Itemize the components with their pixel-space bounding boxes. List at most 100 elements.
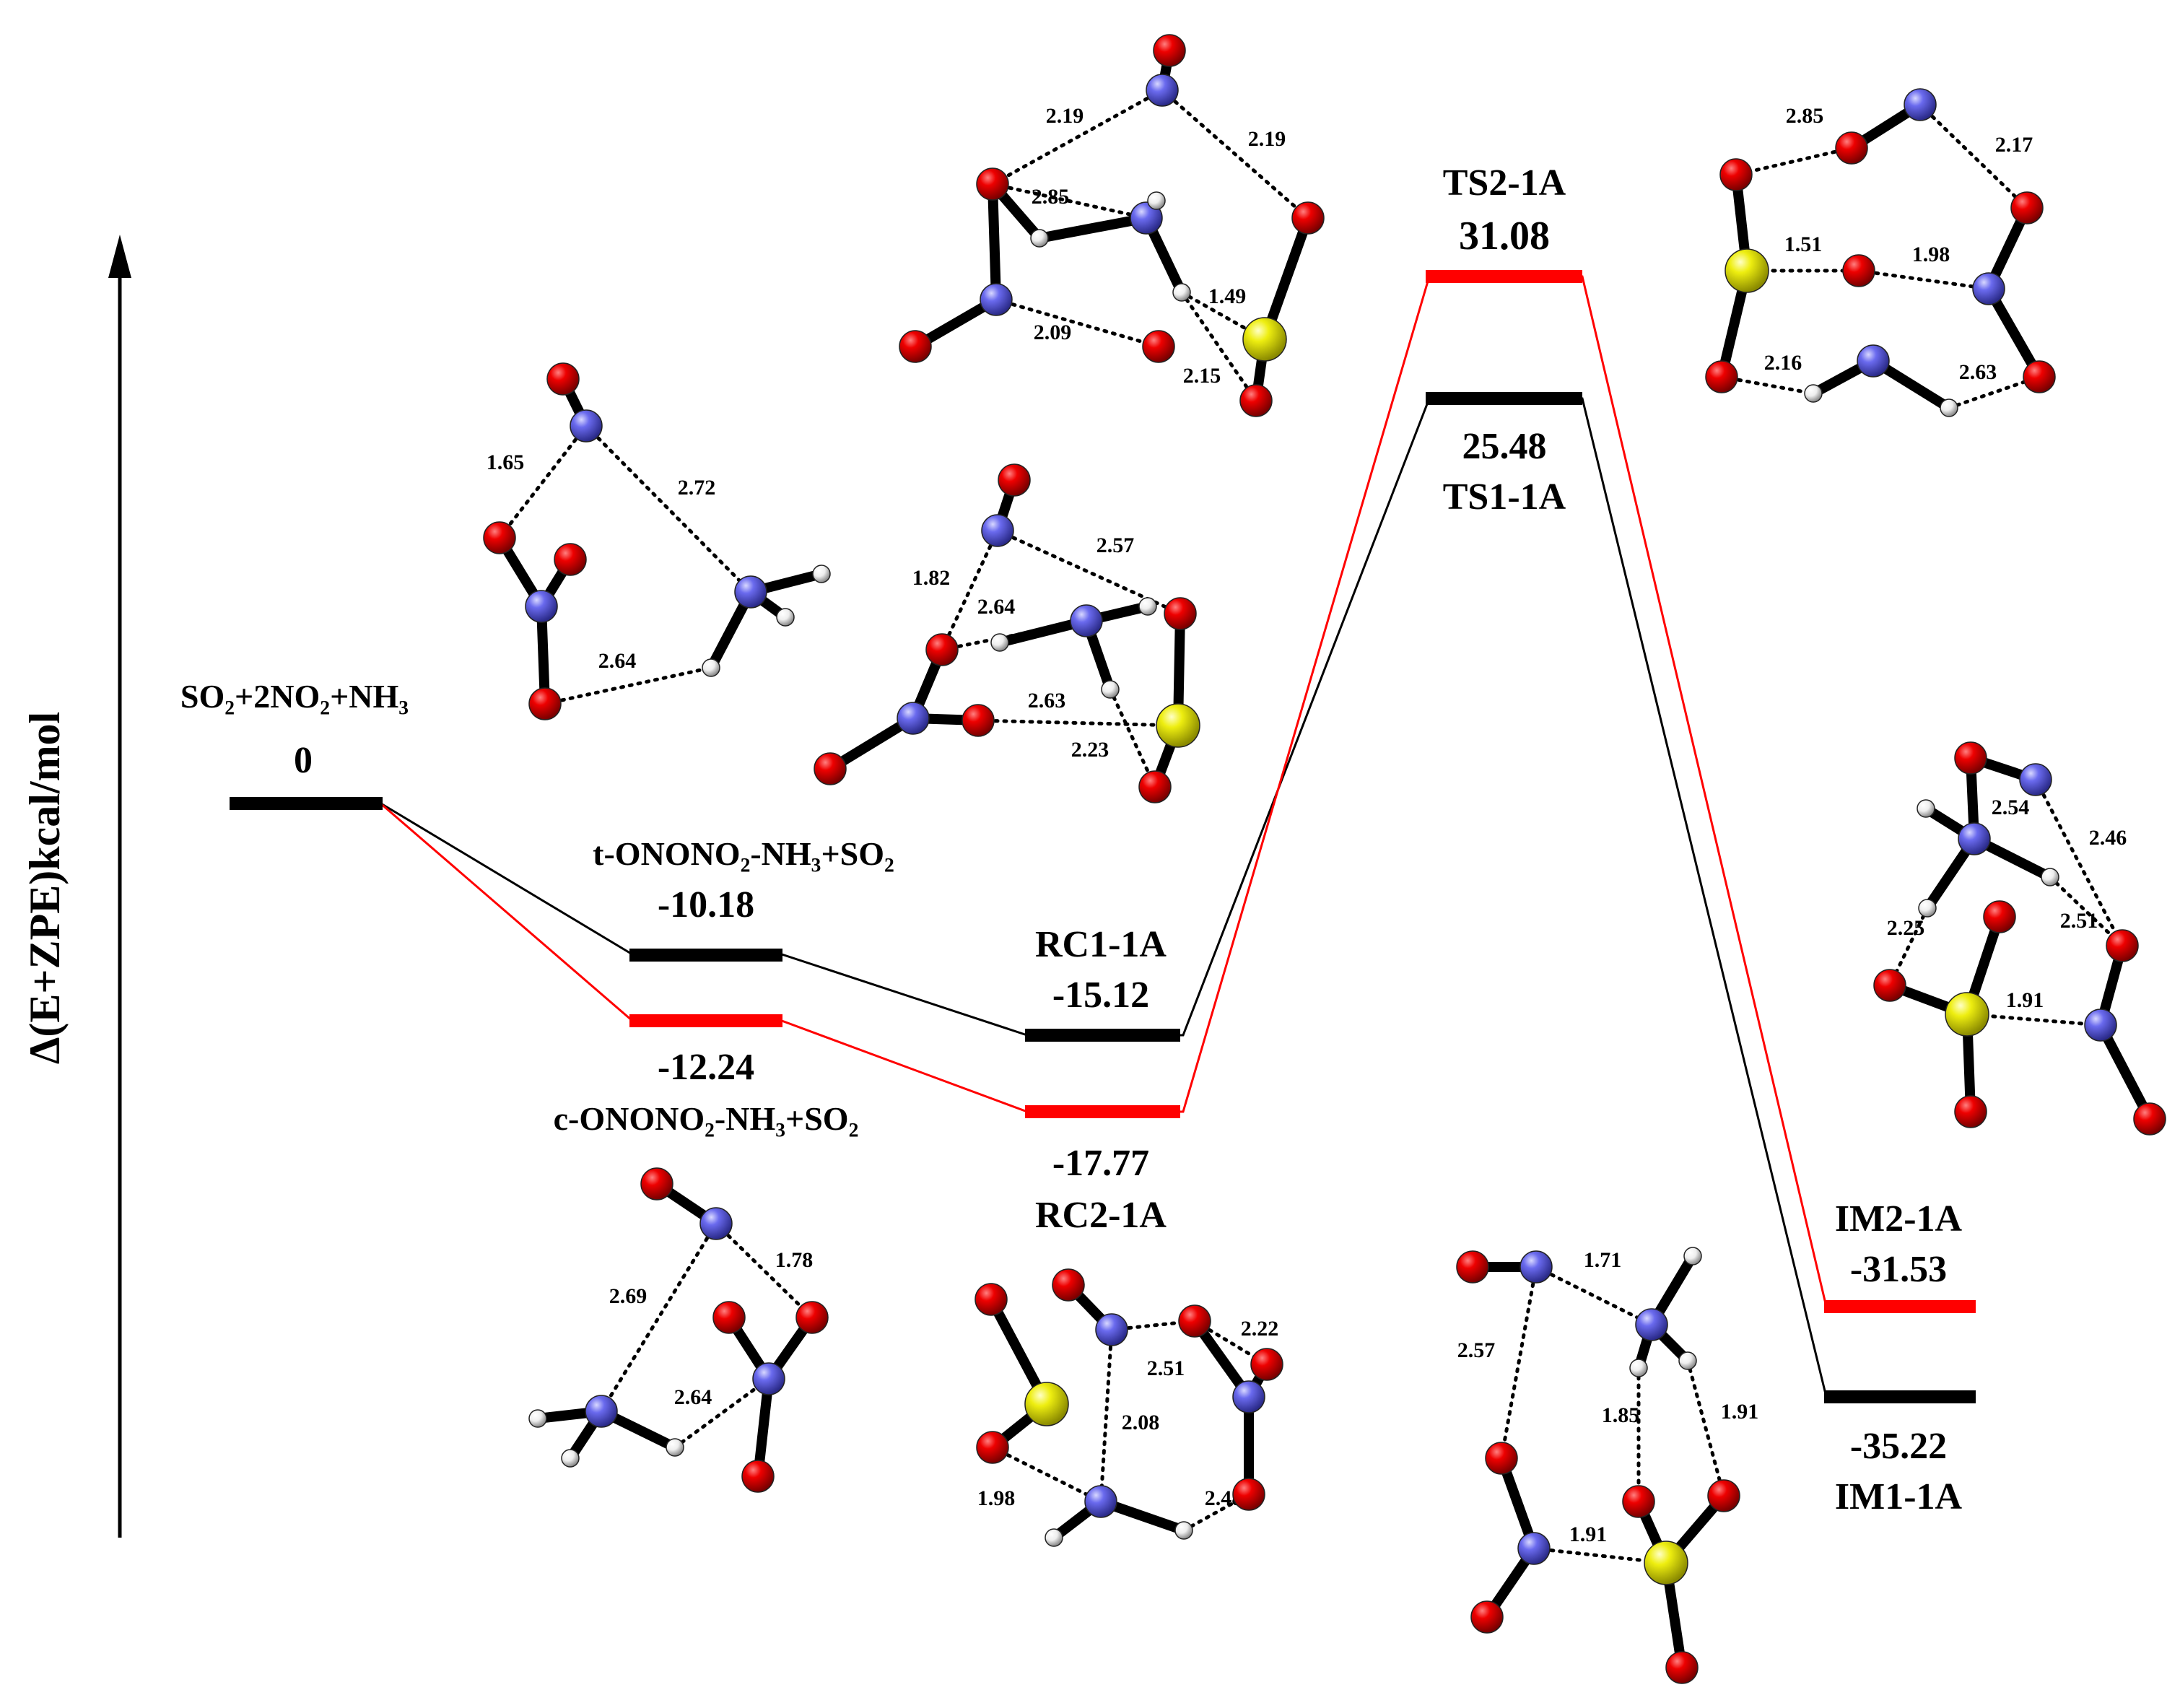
atom-h [702, 658, 720, 677]
distance-label: 1.65 [487, 450, 525, 474]
molecule-ts2: 2.192.192.851.492.092.15 [899, 34, 1325, 417]
interaction-line [1099, 1328, 1114, 1504]
rc2-name: RC2-1A [1035, 1195, 1167, 1236]
c-ononono2-name: c-ONONO₂-NH₃+SO₂ [554, 1100, 859, 1137]
atom-h [666, 1438, 684, 1457]
atom-o [741, 1460, 775, 1493]
interaction-line [673, 1377, 771, 1450]
bond [987, 179, 1001, 305]
atom-o [1983, 900, 2016, 933]
atom-o [925, 633, 959, 666]
distance-label: 2.57 [1096, 533, 1135, 557]
atom-o [1485, 1442, 1518, 1475]
atom-o [976, 167, 1009, 201]
atom-o [795, 1301, 829, 1334]
y-axis-arrowhead [108, 235, 131, 278]
distance-label: 2.23 [1071, 738, 1109, 762]
atom-n [1070, 604, 1103, 637]
distance-label: 2.19 [1248, 127, 1286, 151]
atom-h [1918, 899, 1937, 918]
ts1-name: TS1-1A [1443, 476, 1566, 518]
atom-s [1725, 248, 1769, 293]
atom-h [1101, 680, 1120, 699]
atom-n [2019, 763, 2052, 796]
distance-label: 2.51 [2060, 909, 2098, 933]
atom-s [1024, 1382, 1069, 1426]
atom-n [1084, 1485, 1117, 1518]
atom-o [1873, 969, 1906, 1002]
t-ononono2-name: t-ONONO₂-NH₃+SO₂ [593, 835, 894, 872]
atom-n [1232, 1380, 1265, 1413]
atom-n [2084, 1008, 2117, 1042]
distance-label: 2.16 [1764, 351, 1802, 375]
atom-h [812, 565, 831, 583]
interaction-line [1160, 88, 1310, 220]
interaction-line [1965, 1012, 2103, 1027]
interaction-line [584, 424, 753, 594]
atom-o [1153, 34, 1186, 67]
atom-n [570, 409, 603, 443]
level-c-ononono2 [629, 1014, 782, 1027]
atom-h [990, 633, 1009, 652]
atom-n [585, 1395, 618, 1428]
atom-h [1629, 1359, 1648, 1377]
atom-h [1030, 229, 1049, 248]
distance-label: 1.82 [912, 566, 951, 590]
atom-o [1232, 1478, 1265, 1511]
distance-label: 2.25 [1887, 916, 1925, 940]
distance-label: 2.85 [1032, 185, 1070, 209]
atom-h [1174, 1521, 1193, 1540]
level-t-ononono2 [629, 949, 782, 962]
atom-o [1707, 1479, 1740, 1512]
interaction-line [1857, 269, 1991, 291]
atom-n [1904, 88, 1937, 121]
atom-s [1644, 1541, 1688, 1585]
distance-label: 2.54 [1992, 796, 2030, 819]
atom-o [2010, 191, 2044, 225]
molecule-rc1: 1.822.572.642.632.23 [814, 463, 1200, 803]
interaction-line [543, 666, 713, 706]
atom-o [1705, 360, 1738, 393]
distance-label: 2.63 [1028, 689, 1066, 713]
distance-label: 2.17 [1995, 133, 2033, 157]
atom-o [1470, 1600, 1504, 1634]
atom-h [2041, 868, 2059, 886]
distance-label: 2.64 [598, 649, 637, 673]
atom-o [1142, 330, 1175, 363]
atom-h [776, 608, 795, 627]
distance-label: 2.72 [678, 476, 716, 500]
atom-n [1958, 822, 1991, 855]
interaction-line [990, 88, 1164, 186]
atom-o [1164, 597, 1197, 630]
atom-o [1842, 254, 1875, 287]
distance-label: 2.51 [1147, 1356, 1185, 1380]
atom-s [1242, 317, 1287, 362]
atom-o [1178, 1304, 1211, 1338]
level-im1 [1824, 1390, 1976, 1403]
atom-o [483, 521, 516, 554]
im2-energy: -31.53 [1850, 1249, 1947, 1290]
atom-o [2133, 1102, 2166, 1136]
atom-n [525, 590, 558, 623]
interaction-line [2048, 875, 2124, 948]
atom-h [1138, 597, 1157, 616]
atom-o [712, 1301, 746, 1334]
energy-levels [230, 270, 1976, 1403]
interaction-line [599, 1221, 718, 1413]
level-reactants [230, 797, 383, 810]
level-labels: SO₂+2NO₂+NH₃ 0 t-ONONO₂-NH₃+SO₂ -10.18 -… [180, 162, 1963, 1517]
atom-n [1517, 1532, 1551, 1565]
atom-o [1052, 1268, 1085, 1302]
interaction-line [2033, 777, 2124, 948]
atom-h [1045, 1528, 1063, 1547]
atom-o [1954, 741, 1987, 775]
atom-n [1095, 1313, 1128, 1346]
molecule-reactant-c: 2.691.782.64 [528, 1167, 829, 1493]
distance-label: 1.98 [977, 1486, 1016, 1510]
im1-name: IM1-1A [1835, 1476, 1963, 1517]
atom-o [2106, 929, 2139, 962]
